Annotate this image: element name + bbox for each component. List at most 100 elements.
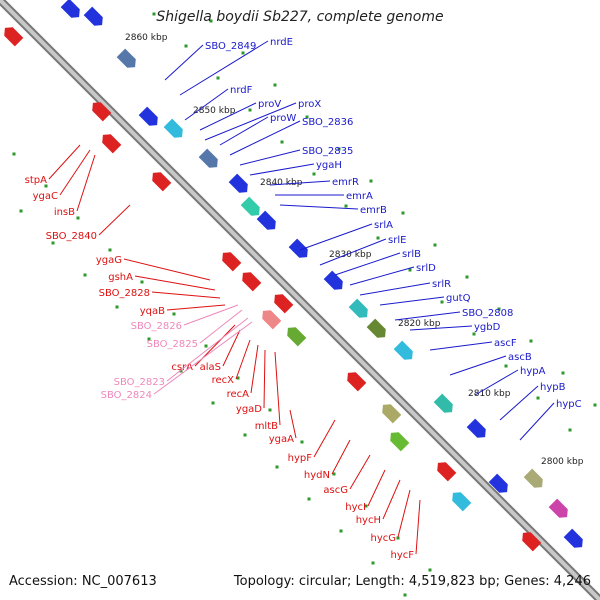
track-dot	[568, 428, 572, 432]
reverse-gene-shape	[274, 294, 294, 314]
tick-label: 2830 kbp	[329, 250, 372, 260]
forward-gene-label: srlA	[374, 220, 393, 231]
forward-gene	[256, 210, 276, 230]
forward-gene-label-leader	[359, 282, 431, 296]
forward-gene-shape	[523, 468, 543, 488]
forward-gene	[488, 473, 508, 493]
reverse-gene-label-leader	[367, 469, 386, 507]
track-dot	[300, 440, 304, 444]
reverse-gene-shape	[452, 492, 472, 512]
reverse-gene-label: hycH	[356, 515, 381, 526]
forward-gene-label: ygaH	[316, 160, 342, 171]
track-dot	[248, 108, 252, 112]
track-dot	[376, 236, 380, 240]
pseudogene-label-leader	[183, 304, 239, 326]
forward-gene-label-leader	[319, 238, 387, 266]
forward-gene-label: proW	[270, 113, 296, 124]
track-dot	[51, 241, 55, 245]
forward-gene-label-leader	[279, 204, 359, 210]
reverse-gene-label: hydN	[304, 470, 330, 481]
pseudogene-label-leader	[199, 309, 243, 344]
track-dot	[305, 115, 309, 119]
reverse-gene-label-leader	[151, 291, 221, 299]
forward-gene-shape	[433, 393, 453, 413]
forward-gene	[240, 196, 260, 216]
reverse-gene-label-leader	[48, 144, 81, 180]
forward-gene-label: ascB	[508, 352, 532, 363]
forward-gene-shape	[163, 118, 183, 138]
forward-gene-label: hypC	[556, 399, 582, 410]
reverse-gene-label: ascG	[323, 485, 348, 496]
track-dot	[280, 140, 284, 144]
forward-gene-label-leader	[409, 325, 473, 331]
forward-gene	[366, 318, 386, 338]
forward-gene-label: proX	[298, 99, 321, 110]
track-dot	[593, 403, 597, 407]
reverse-gene-label: SBO_2828	[99, 288, 150, 299]
pseudogene-label: SBO_2825	[147, 339, 198, 350]
track-dot	[401, 211, 405, 215]
track-dot	[76, 216, 80, 220]
reverse-gene-label: stpA	[25, 175, 47, 186]
reverse-gene-label-leader	[222, 329, 241, 367]
reverse-gene-shape	[287, 327, 307, 347]
reverse-gene-label: yqaB	[140, 306, 165, 317]
forward-gene-label: SBO_2808	[462, 308, 513, 319]
forward-gene-label: srlR	[432, 279, 451, 290]
forward-gene-label-leader	[449, 355, 507, 376]
reverse-gene-label-leader	[166, 304, 226, 311]
forward-gene	[323, 270, 343, 290]
forward-gene-shape	[323, 270, 343, 290]
forward-gene-label-leader	[334, 252, 401, 276]
forward-gene	[228, 173, 248, 193]
forward-gene-label-leader	[239, 149, 301, 166]
forward-gene-shape	[138, 106, 158, 126]
reverse-gene-label-leader	[123, 258, 211, 281]
forward-gene	[83, 6, 103, 26]
forward-gene-shape	[240, 196, 260, 216]
forward-gene-label: SBO_2835	[302, 146, 353, 157]
reverse-gene-label-leader	[382, 479, 401, 520]
forward-gene	[198, 148, 218, 168]
forward-gene-label: srlE	[388, 235, 406, 246]
reverse-gene-label-leader	[263, 349, 266, 409]
forward-gene-shape	[256, 210, 276, 230]
reverse-gene	[382, 404, 402, 424]
track-dot	[140, 280, 144, 284]
track-dot	[561, 371, 565, 375]
reverse-gene-label: mltB	[255, 421, 278, 432]
reverse-gene-label-leader	[76, 154, 96, 212]
reverse-gene	[274, 294, 294, 314]
forward-gene-label: hypB	[540, 382, 566, 393]
track-dot	[472, 332, 476, 336]
forward-gene-label: emrB	[360, 205, 387, 216]
track-dot	[433, 243, 437, 247]
track-dot	[307, 497, 311, 501]
forward-gene-label: proV	[258, 99, 281, 110]
track-dot	[204, 344, 208, 348]
reverse-gene	[452, 492, 472, 512]
topology-text: Topology: circular; Length: 4,519,823 bp…	[233, 574, 591, 589]
track-dot	[504, 364, 508, 368]
reverse-gene-label-leader	[349, 454, 371, 490]
reverse-gene	[242, 272, 262, 292]
track-dot	[19, 209, 23, 213]
forward-gene-label-leader	[164, 44, 204, 81]
reverse-gene-label-leader	[313, 419, 336, 458]
track-dot	[83, 273, 87, 277]
reverse-gene	[390, 432, 410, 452]
forward-gene-label-leader	[229, 120, 301, 156]
forward-gene-shape	[563, 528, 583, 548]
inner-tick-track-2	[19, 209, 407, 597]
track-dot	[428, 568, 432, 572]
forward-gene-label-leader	[394, 311, 461, 321]
reverse-gene-label-leader	[415, 499, 421, 555]
reverse-gene-shape	[437, 462, 457, 482]
track-dot	[529, 339, 533, 343]
reverse-gene-label: insB	[54, 207, 75, 218]
tick-label: 2840 kbp	[260, 178, 303, 188]
forward-gene-label-leader	[184, 88, 229, 121]
reverse-gene-label: alaS	[200, 362, 221, 373]
